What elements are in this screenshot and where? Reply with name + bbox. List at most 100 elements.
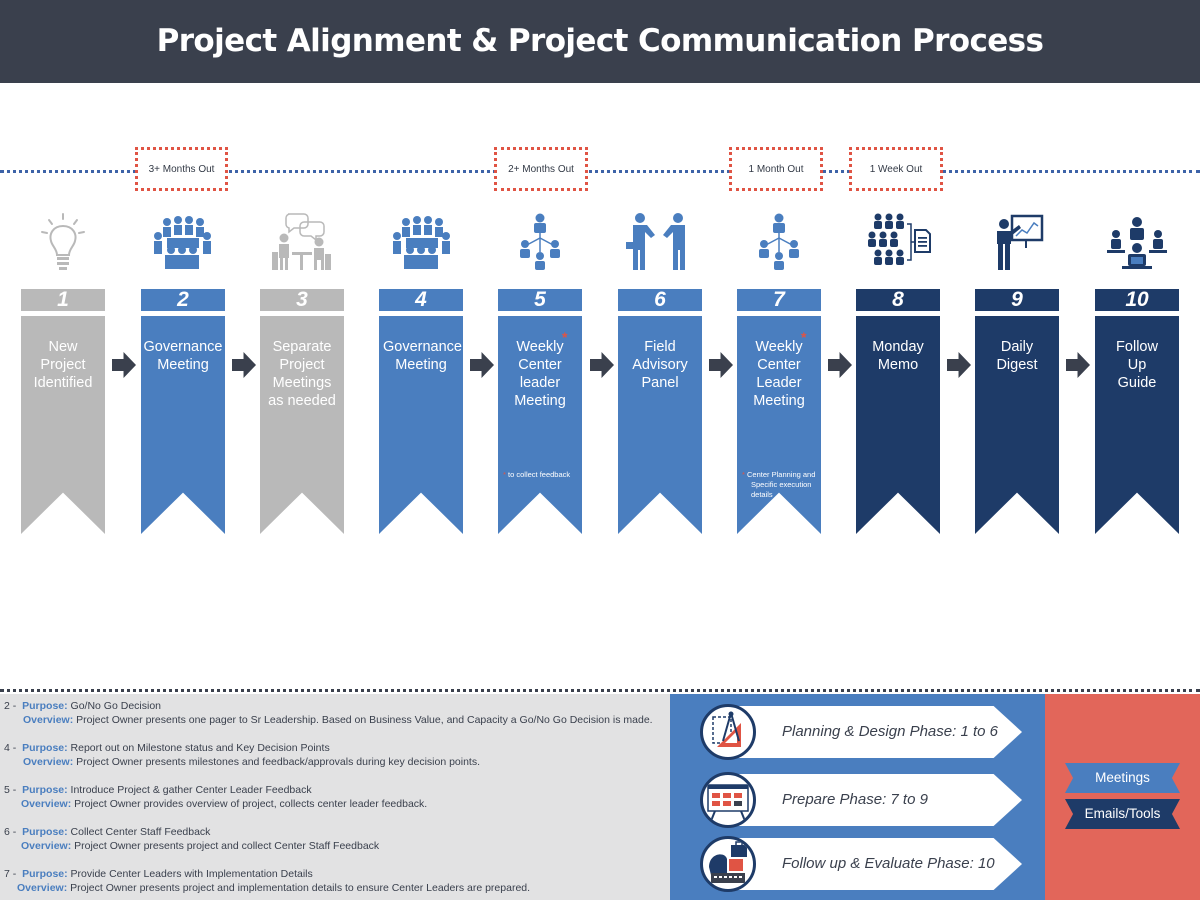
note-item: 4 - Purpose: Report out on Milestone sta… [4,741,668,783]
overview-label: Overview: [23,756,74,768]
overview-label: Overview: [21,840,72,852]
note-item: 7 - Purpose: Provide Center Leaders with… [4,867,668,900]
notes-list: 2 - Purpose: Go/No Go Decision Overview:… [4,699,668,900]
section-divider [0,689,1200,692]
phase-arrow [738,774,1022,826]
step-label: Follow Up Guide [1116,339,1158,391]
step-footnote: * Center Planning and Specific execution… [742,470,816,499]
step-label: Weekly Center Leader Meeting [753,339,805,409]
group-document-icon [868,213,931,265]
step-label: Separate Project Meetings as needed [268,339,336,409]
drafting-tools-icon [712,711,741,747]
step-number: 8 [856,289,940,311]
purpose-label: Purpose: [22,700,68,712]
purpose-label: Purpose: [22,868,68,880]
flow-arrow [709,352,733,378]
legend-meetings: Meetings [1065,763,1180,793]
flow-arrow [947,352,971,378]
flow-arrow [232,352,256,378]
laptop-meeting-icon [1107,217,1167,269]
phase-icon-frame [700,704,756,760]
asterisk-marker: * [562,329,568,345]
step-number: 4 [379,289,463,311]
timeline-marker-label: 2+ Months Out [508,163,574,175]
overview-text: Project Owner presents project and imple… [70,882,531,894]
overview-text: Project Owner provides overview of proje… [74,798,428,810]
legend-panel [1045,694,1200,900]
purpose-text: Collect Center Staff Feedback [70,826,211,838]
step-number: 1 [21,289,105,311]
boardroom-meeting-icon [393,216,450,269]
step-label: Daily Digest [996,339,1038,373]
phase-arrow [738,838,1022,890]
step-label: Monday Memo [872,339,924,373]
purpose-text: Introduce Project & gather Center Leader… [70,784,312,796]
timeline-marker-label: 1 Month Out [748,163,804,175]
timeline-marker-label: 3+ Months Out [148,163,215,175]
planning-board-icon [707,784,749,822]
step-label: Field Advisory Panel [632,339,688,391]
step-label: Weekly Center leader Meeting [514,339,566,409]
overview-label: Overview: [17,882,68,894]
step-footnote: * to collect feedback [503,470,571,479]
purpose-label: Purpose: [22,784,68,796]
flow-arrow [828,352,852,378]
note-prefix: 6 - [4,826,17,838]
overview-label: Overview: [21,798,72,810]
phase-label: Follow up & Evaluate Phase: 10 [782,855,995,872]
timeline-marker-label: 1 Week Out [869,163,923,175]
phase-row-prepare: Prepare Phase: 7 to 9 [700,772,1030,828]
conversation-icon [272,213,331,270]
overview-text: Project Owner presents milestones and fe… [76,756,481,768]
timeline-marker-1-week: 1 Week Out [849,147,943,191]
org-chart-icon [520,213,560,270]
step-label: Governance Meeting [143,339,223,373]
step-number: 5 [498,289,582,311]
header-bar: Project Alignment & Project Communicatio… [0,0,1200,83]
timeline-marker-1-month: 1 Month Out [729,147,823,191]
purpose-text: Report out on Milestone status and Key D… [70,742,330,754]
step-number: 7 [737,289,821,311]
timeline-dotted-line [0,170,1200,174]
overview-label: Overview: [23,714,74,726]
step-label: Governance Meeting [383,339,462,373]
footnote-text: Center Planning and Specific execution d… [747,470,816,499]
phase-arrow [738,706,1022,758]
purpose-text: Provide Center Leaders with Implementati… [70,868,313,880]
phase-icon-frame [700,772,756,828]
note-item: 5 - Purpose: Introduce Project & gather … [4,783,668,825]
overview-text: Project Owner presents one pager to Sr L… [76,714,653,726]
briefcase-laptop-icon [709,841,747,883]
note-prefix: 7 - [4,868,17,880]
presenter-icon [997,214,1044,270]
page-title: Project Alignment & Project Communicatio… [156,23,1044,59]
footnote-text: to collect feedback [508,470,571,479]
step-label: New Project Identified [33,339,93,391]
notes-panel [0,694,670,900]
flow-arrow [1066,352,1090,378]
step-number: 10 [1095,289,1179,311]
step-number: 6 [618,289,702,311]
step-number: 3 [260,289,344,311]
lightbulb-icon [41,213,85,270]
step-number: 9 [975,289,1059,311]
phase-label: Planning & Design Phase: 1 to 6 [782,723,998,740]
timeline-marker-3-months: 3+ Months Out [135,147,228,191]
purpose-label: Purpose: [22,742,68,754]
timeline-marker-2-months: 2+ Months Out [494,147,588,191]
note-prefix: 5 - [4,784,17,796]
flow-arrow [590,352,614,378]
purpose-label: Purpose: [22,826,68,838]
overview-text: Project Owner presents project and colle… [74,840,380,852]
boardroom-meeting-icon [154,216,211,269]
phase-icon-frame [700,836,756,892]
phase-row-follow-up: Follow up & Evaluate Phase: 10 [700,836,1030,892]
legend-emails-tools: Emails/Tools [1065,799,1180,829]
note-item: 6 - Purpose: Collect Center Staff Feedba… [4,825,668,867]
note-prefix: 4 - [4,742,17,754]
purpose-text: Go/No Go Decision [70,700,162,712]
note-prefix: 2 - [4,700,17,712]
asterisk-marker: * [801,329,807,345]
flow-arrow [112,352,136,378]
note-item: 2 - Purpose: Go/No Go Decision Overview:… [4,699,668,741]
